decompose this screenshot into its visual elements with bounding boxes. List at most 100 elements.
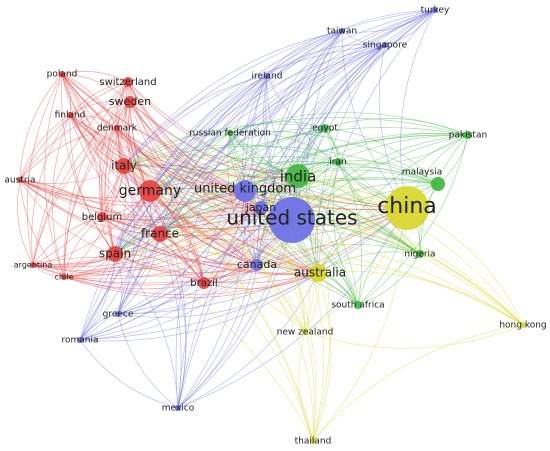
edge <box>127 81 299 177</box>
edge <box>244 132 469 192</box>
edge <box>244 75 268 266</box>
edge <box>79 313 119 341</box>
edge <box>63 81 129 278</box>
node-singapore[interactable] <box>382 42 388 48</box>
label-belgium: belgium <box>82 212 122 223</box>
label-russian-federation: russian federation <box>189 129 271 139</box>
edge <box>177 190 246 409</box>
node-japan[interactable] <box>254 201 268 215</box>
edge <box>114 30 343 255</box>
edge <box>63 266 205 284</box>
edge <box>265 75 319 274</box>
edge <box>149 168 299 192</box>
node-ireland[interactable] <box>264 73 270 79</box>
edge <box>149 190 359 306</box>
edge <box>69 81 129 116</box>
edge <box>61 73 72 116</box>
edge <box>312 324 524 442</box>
node-austria[interactable] <box>17 177 23 183</box>
edge <box>79 233 161 341</box>
node-egypt[interactable] <box>321 124 329 132</box>
edge <box>149 190 205 284</box>
node-greece[interactable] <box>115 311 121 317</box>
node-united-states[interactable] <box>269 197 315 243</box>
edge <box>159 44 386 235</box>
edge <box>19 179 246 207</box>
edge <box>175 75 268 409</box>
label-australia: australia <box>294 266 346 280</box>
edge <box>114 207 262 255</box>
edge <box>61 73 262 209</box>
node-china[interactable] <box>385 186 429 230</box>
edge <box>69 114 258 266</box>
node-malaysia[interactable] <box>431 177 445 191</box>
edge <box>317 251 421 274</box>
node-france[interactable] <box>152 226 168 242</box>
node-italy[interactable] <box>116 158 132 174</box>
node-brazil[interactable] <box>198 277 210 289</box>
label-chile: chile <box>55 273 74 282</box>
node-united-kingdom[interactable] <box>234 180 256 202</box>
edge <box>69 114 103 218</box>
node-australia[interactable] <box>309 264 327 282</box>
edge <box>117 81 129 167</box>
node-spain[interactable] <box>107 246 123 262</box>
node-belgium[interactable] <box>97 212 107 222</box>
edge <box>123 117 469 167</box>
node-pakistan[interactable] <box>464 131 472 139</box>
node-chile[interactable] <box>61 274 67 280</box>
node-germany[interactable] <box>139 180 161 202</box>
edge <box>114 190 246 255</box>
edge <box>177 30 343 409</box>
edge <box>260 134 469 209</box>
edge <box>100 101 131 218</box>
label-united-states: united states <box>226 206 357 230</box>
edge <box>19 165 125 184</box>
edge <box>129 101 258 266</box>
node-sweden[interactable] <box>124 96 136 108</box>
edge <box>149 156 339 192</box>
node-argentina[interactable] <box>30 262 36 268</box>
node-turkey[interactable] <box>432 7 438 13</box>
edge <box>32 264 258 286</box>
node-russian-federation[interactable] <box>227 130 233 136</box>
edge <box>19 127 118 181</box>
edge <box>123 164 421 255</box>
edge <box>123 154 299 177</box>
node-finland[interactable] <box>67 112 73 118</box>
node-denmark[interactable] <box>114 125 120 131</box>
node-canada[interactable] <box>251 259 263 271</box>
edge <box>79 207 408 341</box>
edge <box>129 101 246 192</box>
label-spain: spain <box>99 247 131 261</box>
edge <box>79 253 116 341</box>
edge <box>63 190 151 278</box>
edge <box>297 175 524 326</box>
edge <box>244 190 315 442</box>
edge <box>19 179 408 231</box>
label-china: china <box>377 194 437 219</box>
edge <box>101 216 293 236</box>
node-thailand[interactable] <box>310 438 316 444</box>
edge <box>32 207 262 268</box>
node-mexico[interactable] <box>175 405 181 411</box>
edge <box>159 127 326 235</box>
node-romania[interactable] <box>77 337 83 343</box>
node-india[interactable] <box>286 164 310 188</box>
edge <box>159 132 231 235</box>
edge <box>177 207 262 409</box>
edge <box>116 127 299 178</box>
node-switzerland[interactable] <box>123 77 133 87</box>
node-south-africa[interactable] <box>354 301 362 309</box>
node-poland[interactable] <box>59 71 65 77</box>
edge <box>101 175 299 221</box>
edge <box>149 190 187 409</box>
edge <box>244 30 343 192</box>
node-iran[interactable] <box>334 158 342 166</box>
node-hong-kong[interactable] <box>520 322 526 328</box>
node-new-zealand[interactable] <box>302 329 308 335</box>
node-nigeria[interactable] <box>416 250 424 258</box>
edge <box>63 216 103 278</box>
edge <box>244 190 359 306</box>
node-taiwan[interactable] <box>339 28 345 34</box>
